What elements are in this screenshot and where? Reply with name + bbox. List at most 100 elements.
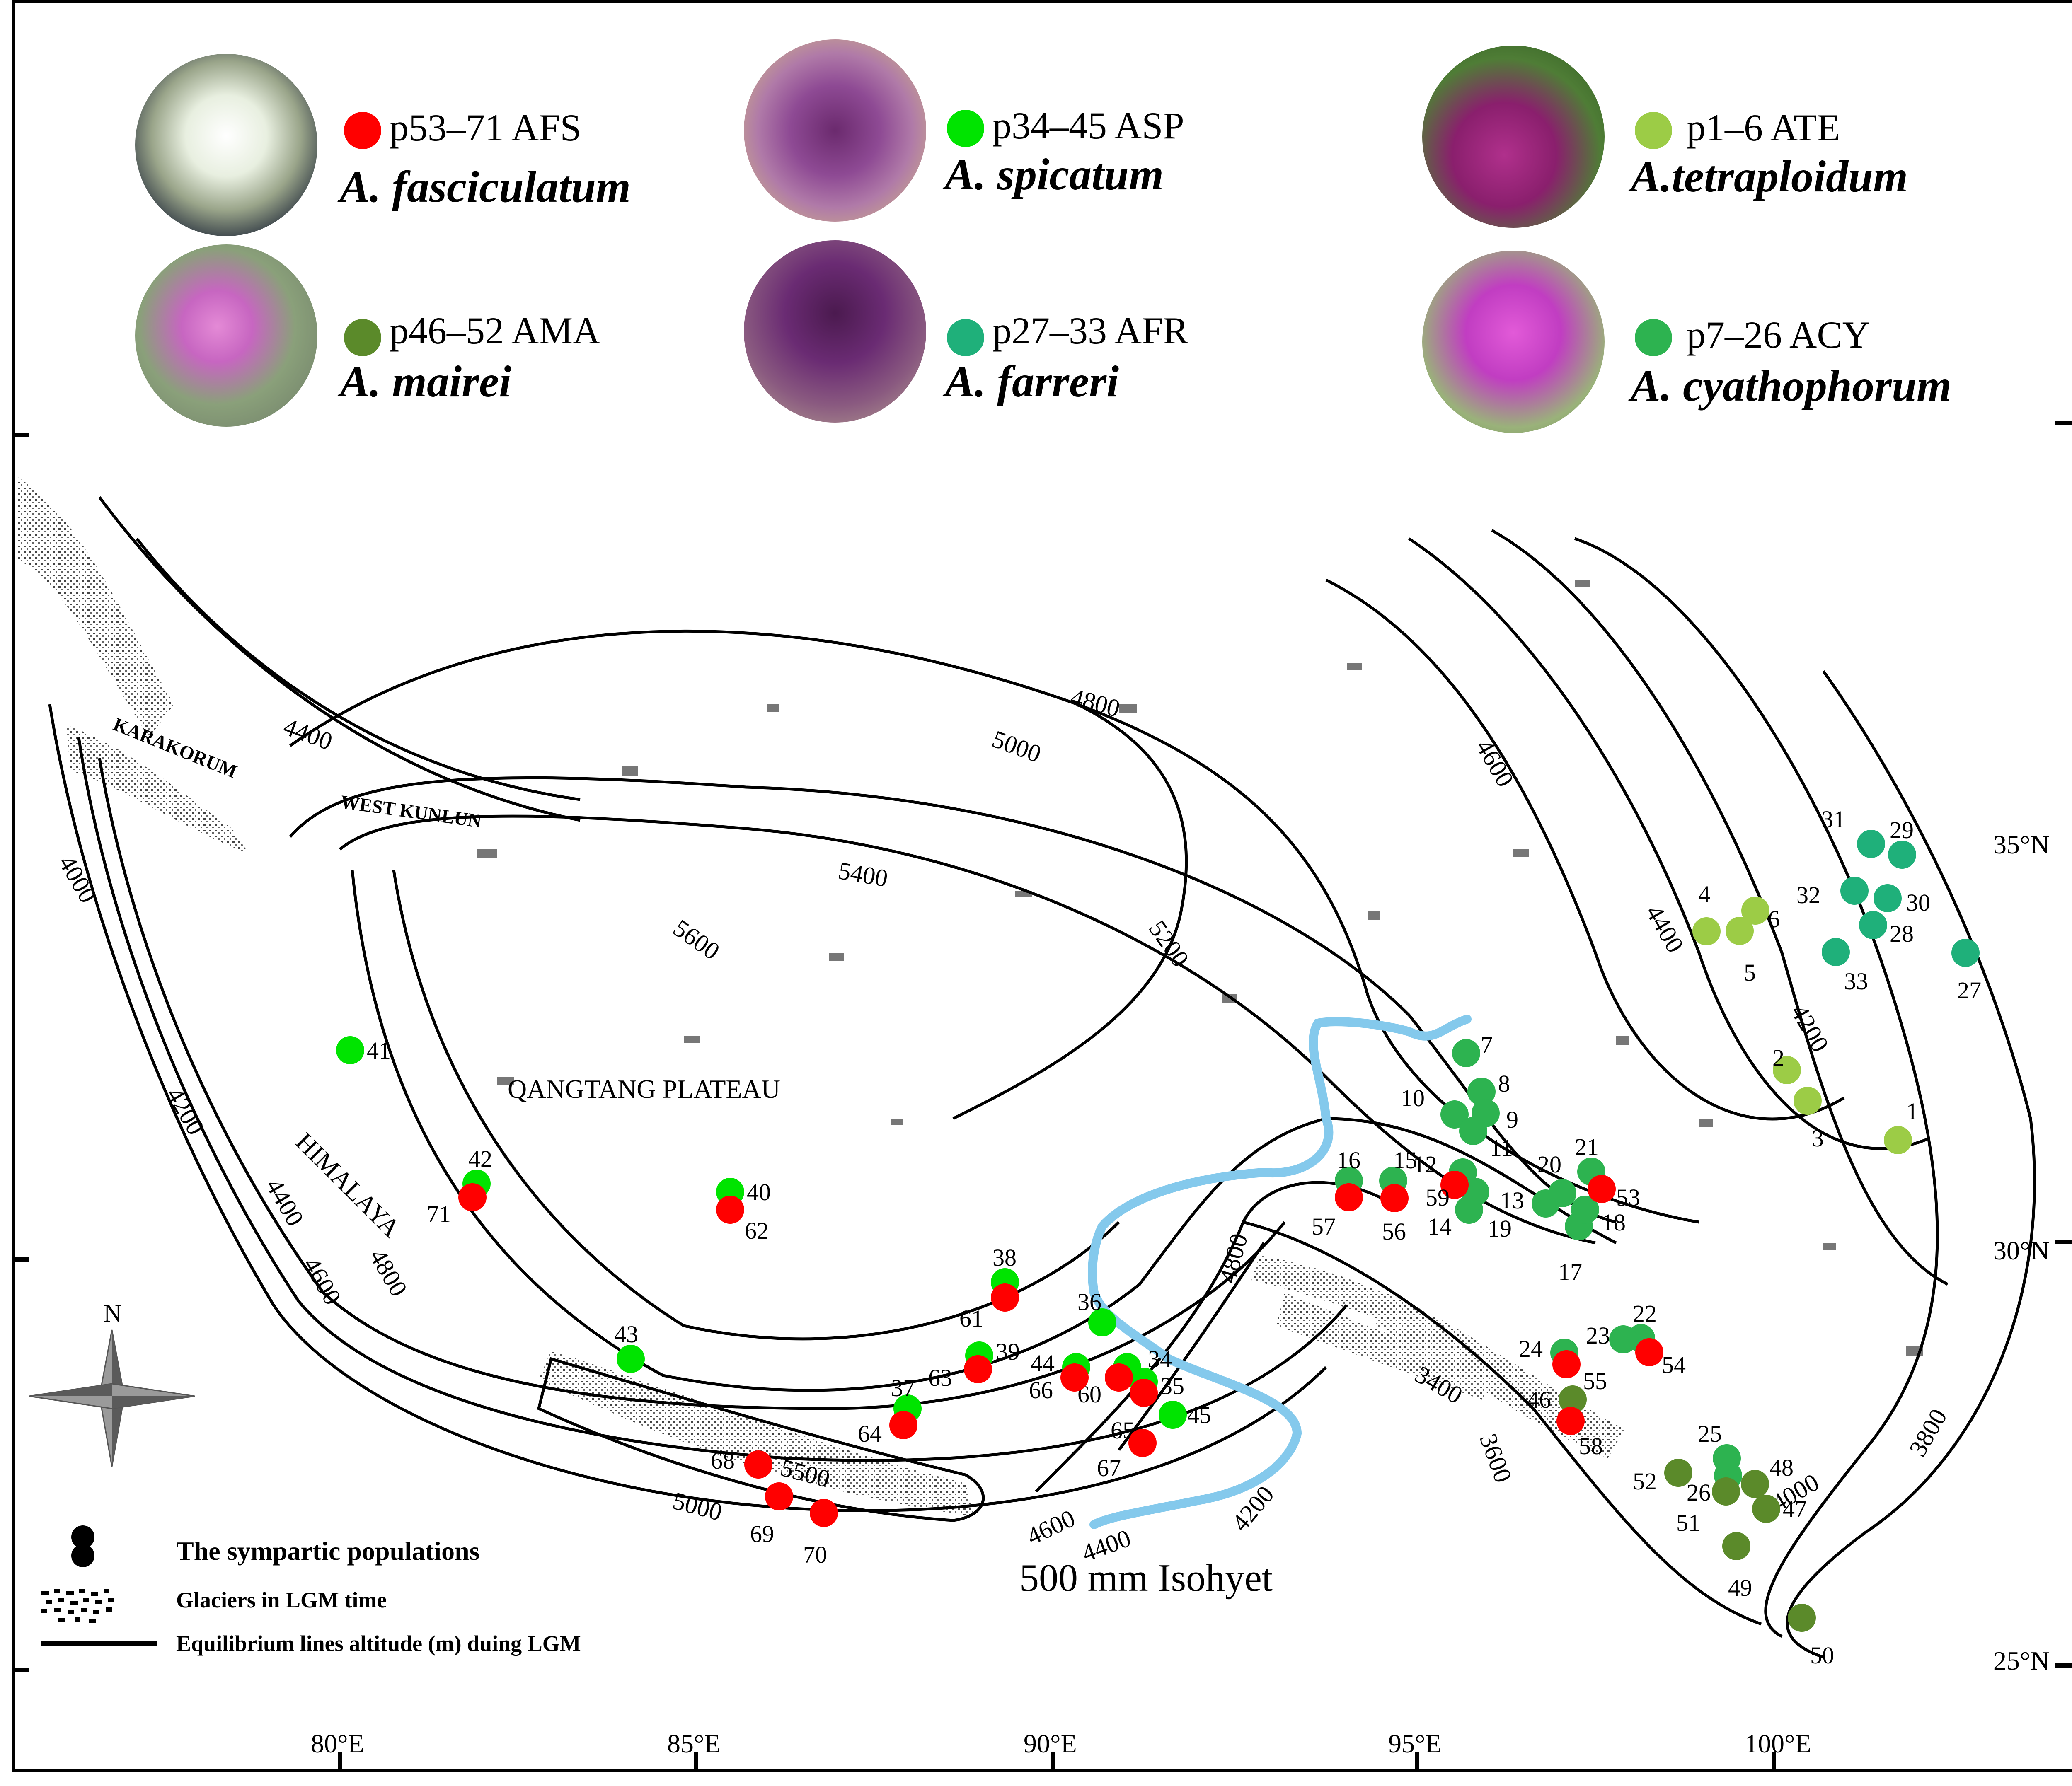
population-point (1712, 1477, 1740, 1506)
population-label: 6 (1768, 906, 1780, 933)
population-point (1857, 830, 1885, 858)
population-point (1609, 1325, 1637, 1353)
population-point (1130, 1379, 1158, 1407)
population-label: 35 (1160, 1373, 1184, 1399)
population-label: 52 (1633, 1468, 1657, 1495)
population-label: 7 (1481, 1032, 1493, 1059)
population-point (1788, 1604, 1816, 1632)
population-label: 10 (1401, 1085, 1425, 1112)
population-label: 29 (1890, 817, 1914, 843)
population-label: 44 (1031, 1350, 1055, 1377)
population-point (1726, 917, 1754, 945)
species-code: p1–6 ATE (1687, 106, 1840, 149)
glacier-legend-symbol (41, 1589, 114, 1623)
population-point (1822, 938, 1850, 966)
population-label: 16 (1336, 1147, 1360, 1174)
population-point (1548, 1179, 1576, 1207)
contour-label: 4200 (1786, 1000, 1834, 1057)
population-point (1951, 939, 1980, 967)
dark-purple-flower-photo (744, 240, 926, 423)
population-label: 69 (750, 1520, 774, 1547)
contour-label: 4800 (1068, 683, 1123, 723)
population-label: 71 (427, 1201, 451, 1228)
population-point (1571, 1196, 1599, 1224)
population-label: 50 (1810, 1642, 1834, 1669)
population-point (1105, 1363, 1133, 1392)
magenta-bell-flower-photo (1422, 46, 1605, 228)
species-name: A. farreri (945, 357, 1119, 406)
population-point (1467, 1078, 1496, 1106)
population-label: 32 (1796, 882, 1820, 909)
population-point (1128, 1429, 1157, 1457)
himalaya-label: HIMALAYA (290, 1128, 405, 1243)
population-point (1741, 897, 1769, 925)
population-label: 12 (1413, 1151, 1437, 1178)
contour-labels: 4400 4000 4200 4400 4600 4800 4800 5000 … (53, 683, 1953, 1567)
population-point (1888, 841, 1916, 869)
population-label: 15 (1393, 1147, 1417, 1174)
species-code: p46–52 AMA (390, 309, 600, 352)
population-point (336, 1036, 364, 1064)
population-label: 56 (1382, 1218, 1406, 1245)
white-flower-photo (135, 54, 317, 236)
north-arrow: N (29, 1300, 195, 1467)
population-point (1588, 1175, 1616, 1203)
population-point (991, 1283, 1019, 1312)
population-label: 1 (1906, 1098, 1918, 1125)
species-name: A. mairei (340, 357, 512, 406)
population-label: 49 (1728, 1574, 1752, 1601)
population-label: 54 (1662, 1351, 1686, 1378)
ela-contours (48, 496, 2036, 1659)
population-label: 53 (1616, 1184, 1640, 1211)
population-point (1859, 911, 1887, 939)
population-label: 34 (1148, 1346, 1172, 1373)
population-point (1088, 1308, 1116, 1336)
population-label: 37 (891, 1375, 915, 1402)
population-point (1335, 1183, 1363, 1211)
population-point (617, 1345, 645, 1373)
population-point (458, 1183, 487, 1211)
population-point (1459, 1117, 1487, 1145)
population-label: 39 (996, 1338, 1020, 1365)
population-point (1752, 1495, 1780, 1523)
population-point (1722, 1532, 1750, 1560)
contour-label: 5600 (668, 914, 725, 965)
legend-ela: Equilibrium lines altitude (m) duing LGM (176, 1631, 581, 1656)
population-label: 19 (1488, 1215, 1512, 1242)
population-label: 62 (745, 1217, 769, 1244)
population-label: 8 (1498, 1070, 1510, 1097)
population-label: 21 (1575, 1133, 1599, 1160)
contour-label: 3800 (1904, 1404, 1952, 1461)
population-point (1840, 877, 1869, 905)
population-label: 3 (1812, 1125, 1824, 1152)
population-label: 64 (858, 1420, 882, 1447)
contour-label: 5000 (989, 725, 1045, 768)
population-label: 13 (1500, 1187, 1524, 1214)
species-code: p27–33 AFR (992, 309, 1188, 352)
plateau-label: QANGTANG PLATEAU (508, 1074, 780, 1104)
species-marker-ama (344, 319, 381, 356)
population-label: 47 (1783, 1496, 1807, 1523)
contour-label: 4600 (298, 1253, 346, 1310)
population-label: 67 (1097, 1455, 1121, 1481)
north-label: N (104, 1300, 121, 1327)
population-point (716, 1196, 744, 1224)
contour-label: 4600 (1023, 1504, 1080, 1550)
population-label: 2 (1772, 1044, 1784, 1071)
population-point (1452, 1039, 1480, 1067)
lon-label: 85°E (667, 1729, 721, 1758)
population-label: 51 (1676, 1509, 1700, 1536)
contour-label: 4600 (1471, 735, 1519, 792)
population-label: 42 (468, 1146, 492, 1172)
population-label: 68 (711, 1447, 735, 1474)
population-label: 4 (1698, 881, 1710, 908)
lon-label: 95°E (1388, 1729, 1442, 1758)
purple-spiky-flower-photo (744, 39, 926, 222)
lat-label: 25°N (1993, 1646, 2050, 1675)
population-label: 23 (1586, 1322, 1610, 1349)
contour-label: 5200 (1143, 916, 1194, 972)
population-label: 45 (1187, 1402, 1211, 1428)
population-point (765, 1482, 793, 1510)
population-label: 26 (1687, 1479, 1711, 1506)
glacier-scatter (477, 580, 1923, 1356)
